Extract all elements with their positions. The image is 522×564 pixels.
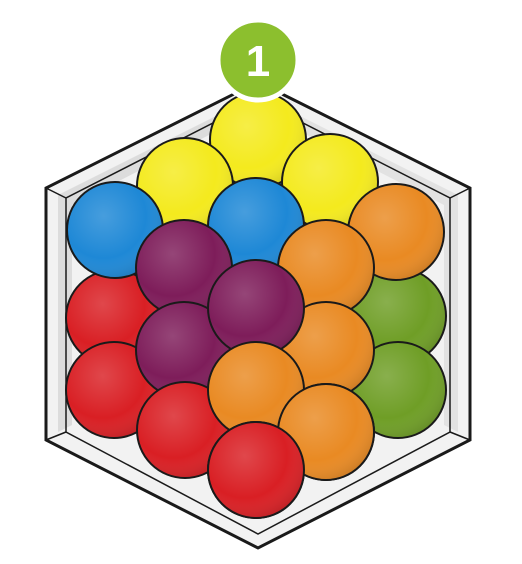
board-corner-line-top-right	[449, 187, 471, 199]
ball-yellow-2[interactable]	[136, 137, 234, 235]
ball-orange-5[interactable]	[207, 341, 305, 439]
ball-shading	[283, 135, 377, 229]
ball-shading	[279, 303, 373, 397]
ball-shading	[137, 303, 231, 397]
level-badge: 1	[215, 17, 301, 103]
ball-purple-3[interactable]	[207, 259, 305, 357]
ball-shading	[138, 139, 232, 233]
level-badge-circle	[215, 17, 301, 103]
ball-yellow-1[interactable]	[209, 91, 307, 189]
ball-shading	[211, 93, 305, 187]
board-inner-left-wall	[58, 95, 258, 432]
ball-shading	[351, 269, 445, 363]
ball-shading	[351, 343, 445, 437]
board-inner-right-wall	[258, 95, 458, 432]
ball-shading	[209, 343, 303, 437]
ball-yellow-3[interactable]	[281, 133, 379, 231]
ball-red-3[interactable]	[136, 381, 234, 479]
ball-red-5[interactable]	[207, 421, 305, 519]
board-corner-line-left	[45, 431, 67, 441]
ball-shading	[279, 221, 373, 315]
ball-pyramid	[65, 91, 447, 519]
level-number: 1	[246, 37, 270, 86]
ball-green-1[interactable]	[349, 267, 447, 365]
ball-blue-3[interactable]	[207, 177, 305, 275]
ball-purple-2[interactable]	[135, 301, 233, 399]
ball-shading	[138, 383, 232, 477]
ball-shading	[209, 261, 303, 355]
board-corner-line-top-left	[45, 187, 67, 199]
ball-shading	[209, 423, 303, 517]
board-corner-line-right	[449, 431, 471, 441]
ball-shading	[67, 343, 161, 437]
ball-shading	[209, 179, 303, 273]
ball-shading	[137, 221, 231, 315]
ball-purple-1[interactable]	[135, 219, 233, 317]
